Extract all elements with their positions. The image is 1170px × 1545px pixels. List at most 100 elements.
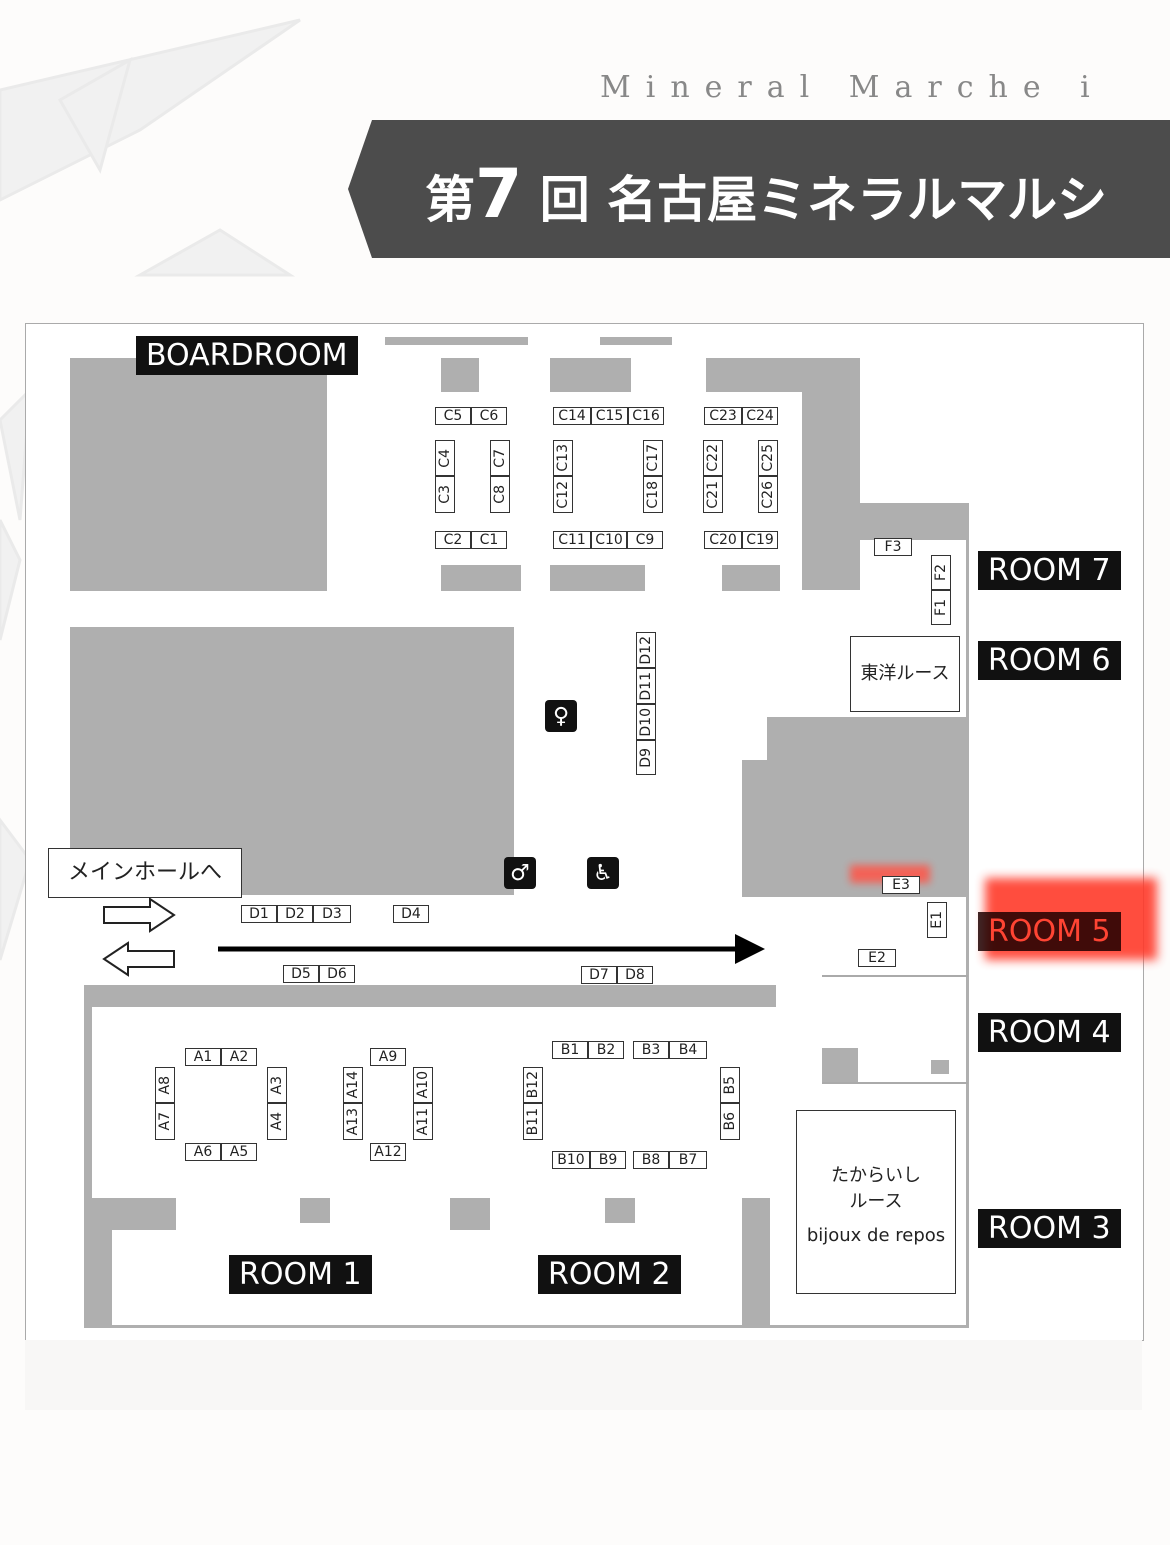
booth-label: C16 (632, 408, 660, 424)
booth-c16: C16 (628, 407, 664, 425)
booth-d10: D10 (636, 704, 656, 740)
booth-f3: F3 (874, 538, 912, 556)
booth-label: F3 (884, 539, 902, 555)
booth-c2: C2 (435, 531, 471, 549)
booth-label: B5 (722, 1075, 738, 1095)
booth-label: B4 (678, 1042, 698, 1058)
event-title: 第7 回 名古屋ミネラルマルシ (425, 155, 1108, 234)
booth-d11: D11 (636, 668, 656, 704)
booth-b9: B9 (590, 1151, 626, 1169)
booth-b8: B8 (633, 1151, 669, 1169)
room-label-room7: ROOM 7 (978, 551, 1121, 590)
booth-label: E3 (892, 877, 910, 893)
booth-c21: C21 (703, 476, 723, 513)
booth-label: A9 (378, 1049, 398, 1065)
event-subtitle: Mineral Marche i (600, 70, 1105, 105)
booth-label: D8 (625, 967, 645, 983)
booth-c11: C11 (553, 531, 591, 549)
booth-c15: C15 (591, 407, 628, 425)
booth-c1: C1 (471, 531, 507, 549)
booth-label: C26 (760, 480, 776, 509)
booth-label: A7 (157, 1112, 173, 1131)
booth-b5: B5 (720, 1067, 740, 1103)
booth-c23: C23 (704, 407, 742, 425)
booth-b6: B6 (720, 1103, 740, 1140)
booth-d4: D4 (393, 905, 429, 923)
booth-label: A10 (415, 1071, 431, 1099)
booth-label: B9 (598, 1152, 618, 1168)
booth-label: B6 (722, 1112, 738, 1131)
booth-label: B10 (557, 1152, 585, 1168)
booth-c9: C9 (627, 531, 663, 549)
takaraishi-label-2: ルース (849, 1191, 903, 1212)
booth-e3: E3 (882, 876, 920, 894)
booth-d6: D6 (319, 965, 355, 983)
booth-label: C11 (558, 532, 586, 548)
booth-label: D11 (638, 671, 654, 701)
booth-label: C13 (555, 444, 571, 472)
booth-label: A2 (229, 1049, 249, 1065)
booth-label: D3 (322, 906, 342, 922)
booth-b12: B12 (523, 1067, 543, 1103)
booth-a9: A9 (370, 1048, 406, 1066)
booth-label: C17 (645, 444, 661, 472)
room-label-room4: ROOM 4 (978, 1013, 1121, 1052)
booth-label: C18 (645, 480, 661, 509)
booth-label: C6 (479, 408, 499, 424)
booth-c13: C13 (553, 440, 573, 476)
booth-label: B12 (525, 1071, 541, 1099)
booth-label: C22 (705, 444, 721, 472)
decorative-crystal-lines (0, 18, 301, 961)
booth-b7: B7 (669, 1151, 707, 1169)
booth-label: C14 (558, 408, 586, 424)
booth-label: A3 (269, 1075, 285, 1095)
booth-label: A12 (374, 1144, 402, 1160)
booth-a4: A4 (267, 1103, 287, 1140)
arrow-left-icon (102, 941, 175, 977)
booth-c5: C5 (435, 407, 471, 425)
room-label-room3: ROOM 3 (978, 1209, 1121, 1248)
booth-c25: C25 (758, 440, 778, 476)
booth-label: D9 (638, 747, 654, 768)
booth-c14: C14 (553, 407, 591, 425)
booth-label: A5 (229, 1144, 249, 1160)
booth-label: E1 (929, 911, 945, 929)
booth-c12: C12 (553, 476, 573, 513)
booth-b3: B3 (633, 1041, 669, 1059)
booth-b11: B11 (523, 1103, 543, 1140)
room-label-room1: ROOM 1 (229, 1255, 372, 1294)
booth-a7: A7 (155, 1103, 175, 1140)
booth-b1: B1 (552, 1041, 588, 1059)
booth-label: C7 (492, 448, 508, 468)
room-label-room5: ROOM 5 (978, 912, 1121, 951)
booth-label: C23 (709, 408, 737, 424)
booth-c26: C26 (758, 476, 778, 513)
booth-label: C8 (492, 485, 508, 504)
booth-b4: B4 (669, 1041, 707, 1059)
booth-label: A4 (269, 1112, 285, 1131)
booth-d2: D2 (277, 905, 313, 923)
booth-a1: A1 (185, 1048, 221, 1066)
booth-a8: A8 (155, 1067, 175, 1103)
booth-a10: A10 (413, 1067, 433, 1103)
booth-label: C25 (760, 444, 776, 472)
booth-label: D10 (638, 707, 654, 737)
booth-label: C9 (635, 532, 655, 548)
booth-a6: A6 (185, 1143, 221, 1161)
booth-d12: D12 (636, 632, 656, 668)
takaraishi-booth: たからいし ルース bijoux de repos (796, 1110, 956, 1294)
booth-b2: B2 (588, 1041, 624, 1059)
booth-label: B8 (641, 1152, 661, 1168)
booth-label: D6 (327, 966, 347, 982)
booth-label: C21 (705, 480, 721, 509)
booth-a11: A11 (413, 1103, 433, 1140)
takaraishi-label-1: たからいし (831, 1165, 921, 1186)
booth-label: F1 (933, 599, 949, 616)
booth-label: C20 (709, 532, 737, 548)
booth-b10: B10 (552, 1151, 590, 1169)
booth-label: C10 (595, 532, 623, 548)
booth-label: A1 (193, 1049, 213, 1065)
booth-c6: C6 (471, 407, 507, 425)
booth-label: D5 (291, 966, 311, 982)
booth-label: C1 (479, 532, 499, 548)
